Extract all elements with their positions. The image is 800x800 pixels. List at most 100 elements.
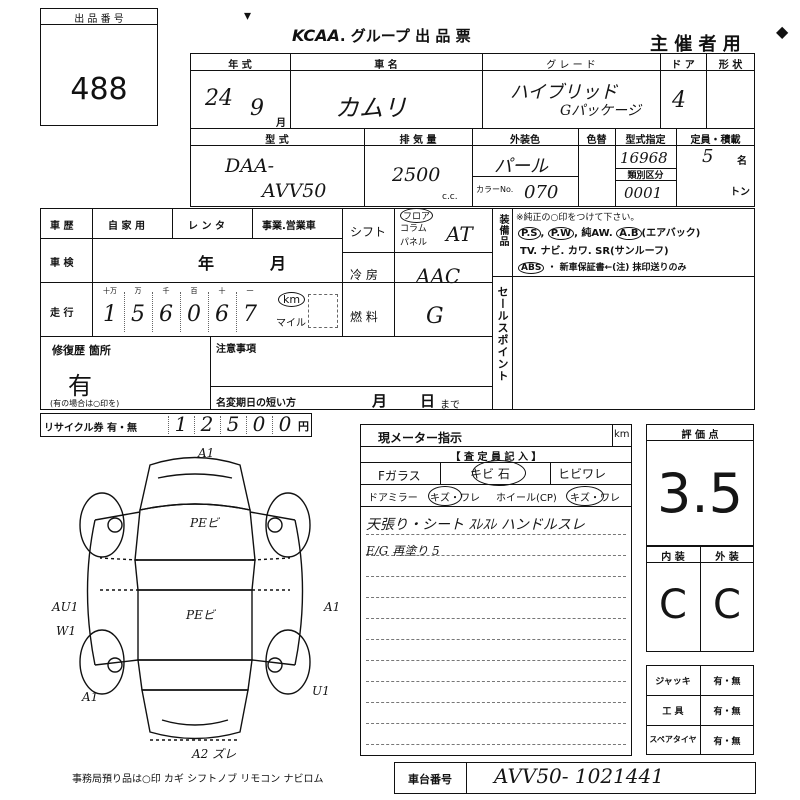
year-value: 24 — [205, 86, 233, 111]
mark-left-1: AU1 — [52, 600, 79, 614]
recycle-yen: 円 — [298, 420, 309, 433]
inspection-box — [360, 424, 632, 756]
fuel-value: G — [426, 304, 444, 329]
airbag-text: (エアバック) — [641, 228, 701, 239]
exterior-value: C — [713, 582, 741, 628]
mark-rear: A2 ズレ — [192, 747, 237, 761]
mileage-dotted-box — [308, 294, 338, 328]
notice-label: 注意事項 — [216, 344, 256, 355]
model-value-2: AVV50 — [262, 180, 327, 202]
month-value: 9 — [250, 96, 264, 121]
doors-value: 4 — [672, 88, 686, 113]
mileage-digit-separator — [124, 292, 125, 332]
glass-crack-option: ヒビワレ — [558, 467, 607, 481]
color-code-label: カラーNo. — [476, 185, 514, 194]
mile-unit: マイル — [276, 318, 306, 329]
wheel-label: ホイール(CP) — [496, 493, 557, 504]
mileage-digit-head: 百 — [190, 287, 198, 295]
recycle-label: リサイクル券 有・無 — [44, 423, 137, 434]
airbag-option: A.B — [616, 227, 642, 240]
note-ruled-line — [366, 702, 626, 703]
deadline-until: まで — [440, 400, 460, 411]
brand-logo: KCAA — [292, 26, 340, 45]
recycle-digit-separator — [194, 416, 195, 434]
chassis-box — [394, 762, 756, 794]
repair-label: 修復歴 箇所 — [52, 344, 111, 357]
mirror-label: ドアミラー — [368, 493, 418, 504]
equipment-line-1: P.S, P.W, 純AW. A.B(エアバック) — [518, 224, 701, 240]
aw-option: 純AW. — [581, 228, 613, 239]
capacity-unit: 名 — [737, 156, 747, 167]
color-code-value: 070 — [524, 182, 559, 203]
ac-label: 冷 房 — [350, 268, 378, 282]
shift-opt-floor: フロア — [400, 208, 434, 223]
mileage-digit: 5 — [131, 302, 145, 327]
lot-number-box — [40, 8, 158, 126]
wheel-circle-mark — [566, 486, 604, 506]
equipment-line-3: ABS ・ 新車保証書←(注) 抹印送りのみ — [518, 260, 687, 274]
mileage-digit-separator — [236, 292, 237, 332]
abs-option: ABS — [518, 262, 545, 274]
mark-front: A1 — [198, 446, 215, 460]
equipment-line-2: TV. ナビ. カワ. SR(サンルーフ) — [520, 246, 669, 257]
chassis-value: AVV50- 1021441 — [494, 764, 664, 788]
mirror-circle-mark — [428, 486, 462, 506]
note-ruled-line — [366, 576, 626, 577]
recycle-digit-separator — [246, 416, 247, 434]
grade-value-2: Gパッケージ — [560, 103, 641, 119]
note-ruled-line — [366, 639, 626, 640]
load-unit: トン — [730, 187, 750, 198]
recycle-digit: 1 — [174, 412, 188, 436]
history-table — [40, 208, 755, 410]
mark-left-3: A1 — [82, 690, 99, 704]
shaken-year: 年 — [198, 254, 215, 273]
class-value: 0001 — [624, 184, 663, 202]
recycle-digit: 0 — [252, 412, 266, 436]
grade-label: グ レ ー ド — [546, 60, 596, 71]
model-value-1: DAA- — [225, 155, 275, 177]
recycle-box — [40, 413, 312, 437]
mileage-digit: 7 — [243, 302, 257, 327]
note-ruled-line — [366, 534, 626, 535]
mark-right-1: A1 — [324, 600, 341, 614]
mileage-digit-separator — [208, 292, 209, 332]
repair-value: 有 — [68, 372, 92, 400]
mark-left-2: W1 — [56, 624, 76, 638]
type-cert-value: 16968 — [620, 149, 668, 167]
recycle-digit-separator — [168, 416, 169, 434]
year-label: 年 式 — [228, 60, 252, 71]
name-value: カムリ — [335, 94, 407, 122]
recycle-digit-separator — [272, 416, 273, 434]
name-label: 車 名 — [374, 60, 398, 71]
mileage-label: 走 行 — [50, 308, 74, 319]
month-suffix: 月 — [276, 118, 286, 129]
displacement-label: 排 気 量 — [399, 135, 437, 146]
shift-value: AT — [446, 222, 473, 246]
mileage-digit: 6 — [159, 302, 173, 327]
note-ruled-line — [366, 723, 626, 724]
car-diagram — [79, 456, 311, 741]
repair-note: (有の場合は○印を) — [50, 399, 120, 408]
header-title-rest: . グループ 出 品 票 — [339, 27, 471, 45]
capacity-label: 定員・積載 — [690, 135, 741, 146]
mileage-digit: 1 — [103, 302, 117, 327]
fuel-label: 燃 料 — [350, 310, 378, 324]
lot-number: 488 — [70, 72, 128, 107]
ac-value: AAC — [416, 264, 461, 288]
note-ruled-line — [366, 618, 626, 619]
warranty-option: ・ 新車保証書←(注) 抹印送りのみ — [547, 263, 687, 273]
inspection-note-1: 天張り・シート ｽﾚｽﾚ ハンドルスレ — [366, 517, 585, 533]
spare-options: 有・無 — [713, 737, 741, 747]
corner-mark: ◆ — [776, 22, 789, 41]
meter-label: 現メーター指示 — [378, 431, 463, 445]
deadline-month: 月 — [372, 392, 388, 410]
note-ruled-line — [366, 744, 626, 745]
km-unit: km — [278, 292, 306, 307]
note-ruled-line — [366, 681, 626, 682]
exterior-color-value: パール — [494, 156, 548, 177]
mark-roof: PEビ — [186, 608, 215, 622]
meter-unit: km — [614, 429, 630, 440]
mileage-digit-head: 万 — [134, 287, 142, 295]
recycle-digit: 5 — [226, 412, 240, 436]
mileage-digit: 6 — [215, 302, 229, 327]
